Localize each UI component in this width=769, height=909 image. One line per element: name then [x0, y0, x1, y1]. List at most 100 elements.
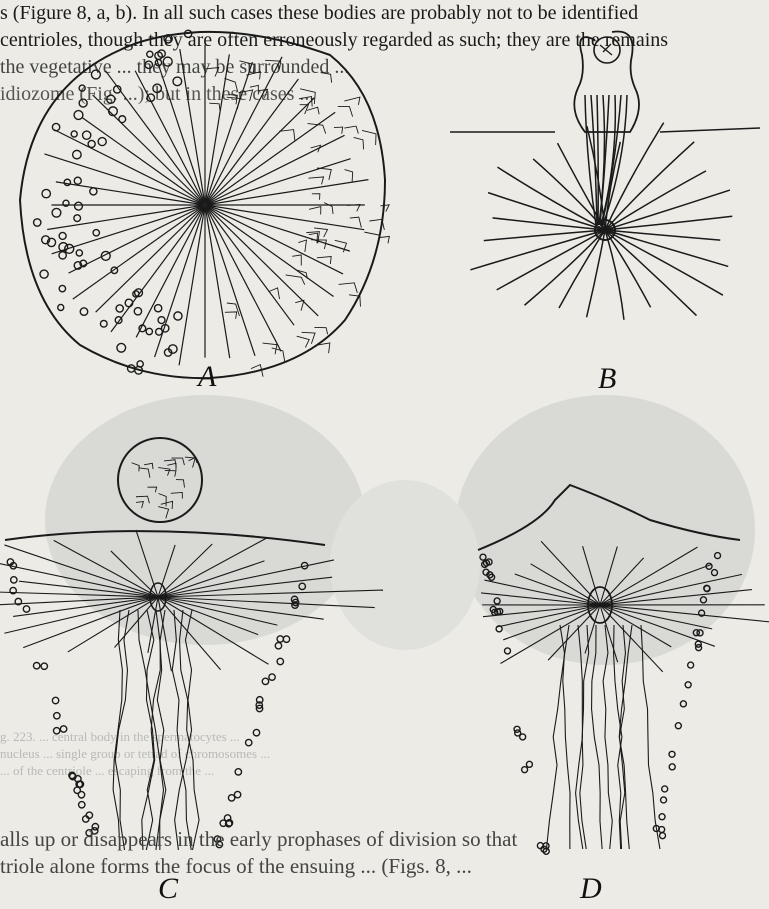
- figure-d-drawing: [478, 485, 769, 854]
- chromatin-line: [176, 480, 185, 488]
- granule: [11, 577, 17, 583]
- reticulum-line: [344, 126, 358, 134]
- reticulum-line: [307, 107, 319, 114]
- granule: [53, 728, 59, 734]
- aster-ray: [93, 95, 205, 205]
- granule: [156, 328, 163, 335]
- aster-ray: [13, 597, 158, 616]
- branching-fiber: [156, 610, 166, 850]
- chromatin-line: [165, 470, 176, 476]
- granule: [669, 751, 675, 757]
- chromatin-line: [147, 487, 156, 492]
- granule: [100, 320, 107, 327]
- reticulum-line: [314, 327, 327, 334]
- aster-ray: [4, 545, 158, 597]
- granule: [277, 658, 283, 664]
- branching-fiber: [180, 610, 200, 850]
- granule: [23, 606, 29, 612]
- granule: [75, 202, 83, 210]
- aster-ray: [114, 597, 158, 648]
- aster-ray: [205, 112, 335, 205]
- granule: [52, 697, 58, 703]
- aster-ray: [205, 205, 294, 325]
- granule: [40, 270, 48, 278]
- figure-label-b: B: [598, 362, 616, 396]
- reticulum-line: [314, 228, 327, 237]
- reticulum-line: [350, 217, 362, 227]
- figure-a-drawing: [20, 30, 389, 378]
- granule: [715, 553, 721, 559]
- reticulum-line: [308, 177, 323, 184]
- granule: [246, 739, 252, 745]
- reticulum-line: [317, 168, 331, 180]
- aster-ray: [52, 205, 205, 254]
- granule: [73, 150, 81, 158]
- reticulum-line: [292, 255, 301, 266]
- aster-ray: [205, 62, 252, 205]
- granule: [712, 570, 718, 576]
- granule: [235, 769, 241, 775]
- chromatin-line: [158, 468, 170, 476]
- aster-ray: [158, 544, 212, 597]
- reticulum-line: [338, 106, 353, 116]
- granule: [520, 734, 526, 740]
- branching-fiber: [603, 625, 612, 849]
- aster-ray: [0, 597, 158, 607]
- granule: [79, 99, 87, 107]
- granule: [41, 663, 47, 669]
- aster-ray: [541, 541, 600, 605]
- reticulum-line: [335, 240, 347, 252]
- reticulum-line: [229, 95, 238, 105]
- granule: [71, 131, 77, 137]
- aster-ray: [0, 590, 158, 597]
- reticulum-line: [317, 256, 331, 263]
- aster-ray: [158, 597, 258, 635]
- granule: [111, 267, 117, 273]
- aster-ray: [493, 218, 605, 230]
- granule: [277, 636, 283, 642]
- granule: [59, 252, 66, 259]
- text-line: alls up or disappears in the early proph…: [0, 826, 769, 853]
- granule: [76, 250, 82, 256]
- granule: [299, 583, 305, 589]
- aster-ray: [96, 205, 205, 312]
- granule: [93, 230, 99, 236]
- granule: [33, 662, 39, 668]
- aster-ray: [0, 562, 158, 597]
- reticulum-line: [339, 283, 358, 293]
- aster-ray: [82, 117, 205, 205]
- reticulum-line: [321, 72, 332, 82]
- granule: [228, 795, 234, 801]
- granule: [117, 343, 126, 352]
- reticulum-line: [279, 130, 295, 142]
- granule: [125, 299, 133, 307]
- granule: [146, 328, 152, 334]
- aster-ray: [605, 142, 694, 230]
- granule: [514, 726, 520, 732]
- reticulum-line: [379, 236, 389, 243]
- reticulum-line: [227, 97, 240, 109]
- aster-ray: [205, 159, 351, 205]
- granule: [155, 305, 162, 312]
- granule: [80, 308, 87, 315]
- granule: [147, 51, 153, 57]
- reticulum-line: [298, 240, 306, 252]
- granule: [134, 308, 141, 315]
- branching-fiber: [113, 610, 122, 850]
- granule: [283, 636, 289, 642]
- reticulum-line: [272, 348, 285, 361]
- aster-ray: [205, 205, 350, 251]
- granule: [58, 304, 64, 310]
- granule: [505, 648, 511, 654]
- granule: [83, 131, 91, 139]
- chromatin-line: [136, 502, 143, 509]
- reticulum-line: [309, 207, 321, 215]
- granule: [480, 554, 486, 560]
- granule: [90, 188, 97, 195]
- aster-ray: [205, 98, 314, 205]
- granule: [54, 713, 60, 719]
- granule: [88, 140, 95, 147]
- aster-ray: [205, 205, 255, 356]
- reticulum-line: [205, 68, 219, 77]
